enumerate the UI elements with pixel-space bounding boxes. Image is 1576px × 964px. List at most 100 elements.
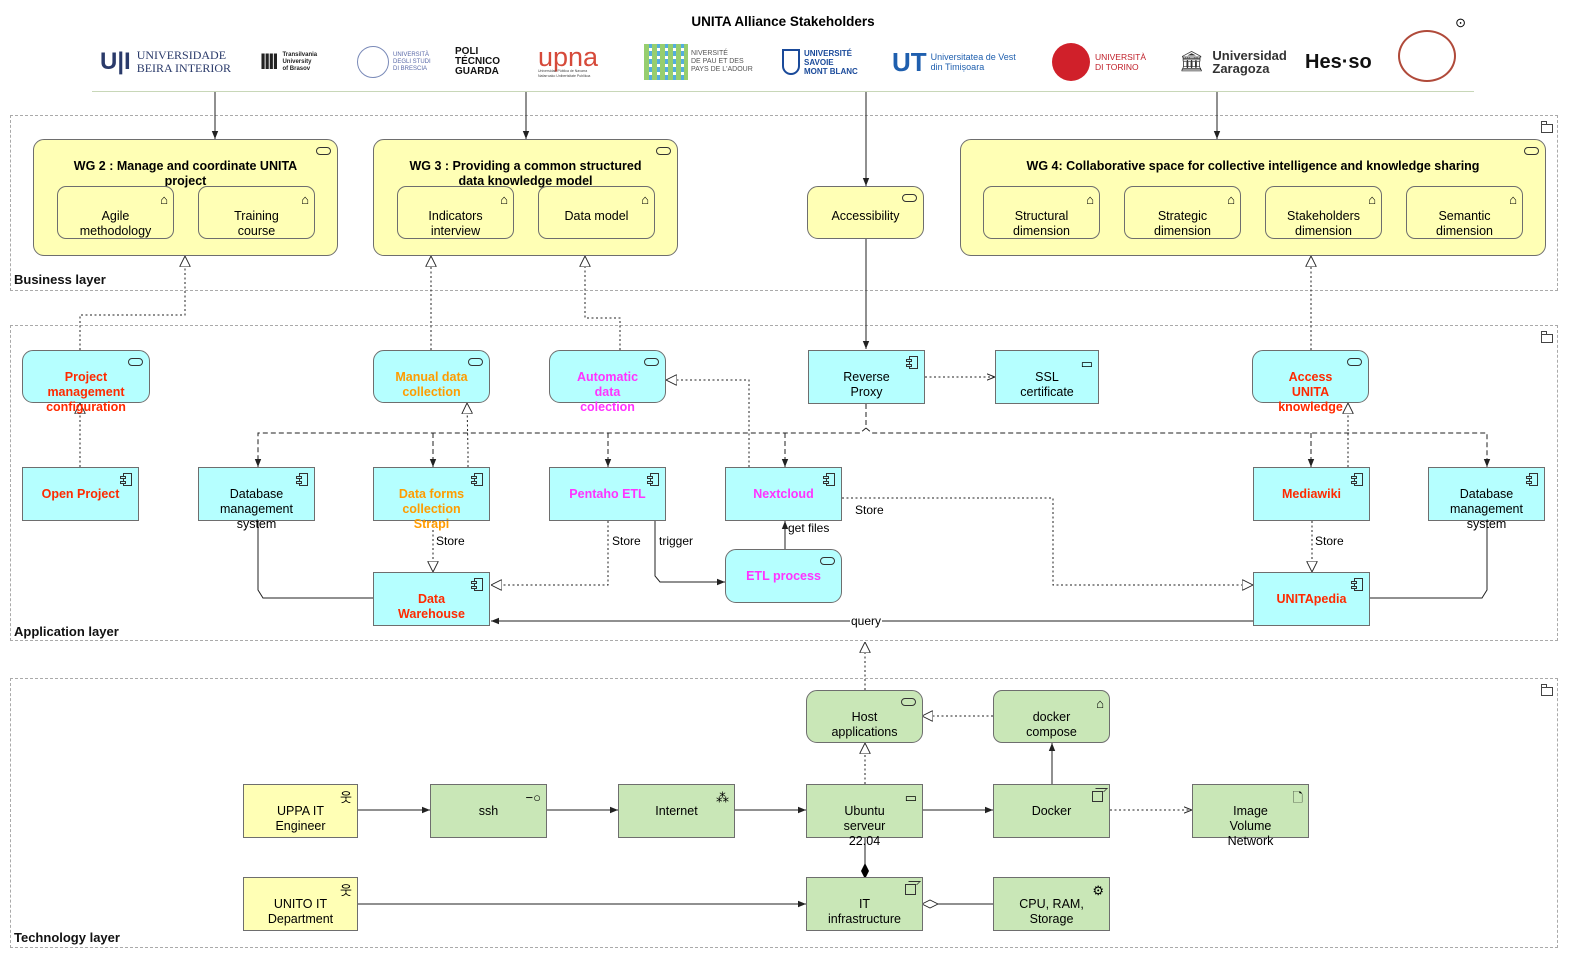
ubuntu-server-label: Ubuntu serveur 22.04	[843, 804, 886, 848]
training-course-label: Training course	[234, 209, 279, 238]
logo-hesso: Hes·so	[1305, 42, 1372, 82]
edge-label-trigger: trigger	[659, 534, 694, 548]
etl-process-label: ETL process	[746, 569, 821, 583]
mediawiki-label: Mediawiki	[1281, 487, 1342, 501]
logo-seal-right	[1398, 30, 1456, 82]
docker-node[interactable]: Docker	[993, 784, 1110, 838]
database-management-system-right[interactable]: Database management system	[1428, 467, 1545, 531]
ubi-mark: U|I	[100, 48, 131, 75]
ssh-interface[interactable]: ssh−○	[430, 784, 547, 838]
wg2-agile-methodology[interactable]: Agile methodology⌂	[57, 186, 174, 239]
data-warehouse[interactable]: Data Warehouse	[373, 572, 490, 626]
it-infrastructure[interactable]: IT infrastructure	[806, 877, 923, 931]
structural-dimension-label: Structural dimension	[1013, 209, 1070, 238]
network-icon: ⁂	[716, 790, 729, 805]
uppa-text: NIVERSITÉ DE PAU ET DES PAYS DE L'ADOUR	[691, 50, 753, 73]
edge-auto-wg3	[585, 256, 621, 350]
manual-data-collection-label: Manual data collection	[395, 370, 468, 399]
open-project[interactable]: Open Project	[22, 467, 139, 521]
unitapedia[interactable]: UNITApedia	[1253, 572, 1370, 626]
data-object-icon: ▭	[1080, 356, 1093, 371]
node-icon	[1092, 791, 1103, 802]
function-icon: ⌂	[1096, 696, 1104, 711]
dbms-left-label: Database management system	[220, 487, 293, 531]
component-icon	[1351, 578, 1363, 591]
wg2-title: WG 2 : Manage and coordinate UNITA proje…	[73, 159, 298, 188]
etl-process[interactable]: ETL process	[725, 549, 842, 603]
logo-ubi: U|I UNIVERSIDADE BEIRA INTERIOR	[100, 42, 231, 82]
component-icon	[120, 473, 132, 486]
edge-nextcloud-auto	[666, 380, 750, 467]
database-management-system-left[interactable]: Database management system	[198, 467, 315, 531]
wg4-strategic-dimension[interactable]: Strategic dimension⌂	[1124, 186, 1241, 239]
reverse-proxy-label: Reverse Proxy	[843, 370, 890, 399]
access-unita-knowledge-label: Access UNITA knowledge	[1278, 370, 1343, 414]
interface-icon: −○	[525, 790, 541, 805]
docker-compose[interactable]: docker compose⌂	[993, 690, 1110, 743]
accessibility-service[interactable]: Accessibility	[807, 186, 924, 239]
folder-icon	[1541, 121, 1553, 133]
upna-text: upna	[538, 42, 599, 72]
torino-seal-icon	[1052, 43, 1090, 81]
savoie-text: UNIVERSITÉ SAVOIE MONT BLANC	[804, 48, 858, 76]
function-icon: ⌂	[1368, 192, 1376, 207]
component-icon	[1526, 473, 1538, 486]
host-applications-label: Host applications	[831, 710, 898, 739]
internet-network[interactable]: Internet⁂	[618, 784, 735, 838]
edge-label-get-files: get files	[788, 521, 830, 535]
wg4-semantic-dimension[interactable]: Semantic dimension⌂	[1406, 186, 1523, 239]
image-volume-network[interactable]: Image Volume Network🗋	[1192, 784, 1309, 848]
logo-torino: UNIVERSITÀ DI TORINO	[1052, 42, 1146, 82]
service-icon	[901, 698, 916, 706]
wg2-training-course[interactable]: Training course ⌂	[198, 186, 315, 239]
reverse-proxy[interactable]: Reverse Proxy	[808, 350, 925, 404]
edge-dbms-dw	[257, 521, 374, 599]
data-warehouse-label: Data Warehouse	[398, 592, 465, 621]
hesso-text: Hes·so	[1305, 51, 1372, 73]
function-icon: ⌂	[500, 192, 508, 207]
wg4-title: WG 4: Collaborative space for collective…	[1026, 159, 1480, 173]
component-icon	[647, 473, 659, 486]
wg4-structural-dimension[interactable]: Structural dimension⌂	[983, 186, 1100, 239]
cpu-ram-storage-label: CPU, RAM, Storage	[1019, 897, 1084, 926]
wg4-stakeholders-dimension[interactable]: Stakeholders dimension⌂	[1265, 186, 1382, 239]
wg3-indicators-interview[interactable]: Indicators interview⌂	[397, 186, 514, 239]
brescia-text: UNIVERSITÀ DEGLI STUDI DI BRESCIA	[393, 51, 431, 72]
cpu-ram-storage[interactable]: CPU, RAM, Storage⚙	[993, 877, 1110, 931]
folder-icon	[1541, 684, 1553, 696]
business-layer-label: Business layer	[14, 272, 106, 287]
function-icon: ⌂	[301, 192, 309, 207]
logo-uvt: UT Universitatea de Vest din Timișoara	[892, 42, 1016, 82]
project-management-configuration[interactable]: Project management configuration	[22, 350, 150, 414]
uvt-mark-icon: UT	[892, 47, 927, 77]
access-unita-knowledge[interactable]: Access UNITA knowledge	[1252, 350, 1369, 414]
edge-pentaho-dw	[491, 521, 609, 585]
savoie-shield-icon	[782, 49, 800, 75]
data-forms-collection-strapi[interactable]: Data forms collection Strapi	[373, 467, 490, 531]
nextcloud[interactable]: Nextcloud	[725, 467, 842, 521]
ubuntu-server[interactable]: Ubuntu serveur 22.04▭	[806, 784, 923, 848]
edge-label-store: Store	[612, 534, 641, 548]
automatic-data-collection[interactable]: Automatic data colection	[549, 350, 666, 414]
wg3-data-model[interactable]: Data model⌂	[538, 186, 655, 239]
pentaho-etl[interactable]: Pentaho ETL	[549, 467, 666, 521]
politecnico-text: POLI TÉCNICO GUARDA	[455, 46, 500, 77]
mediawiki[interactable]: Mediawiki	[1253, 467, 1370, 521]
dbms-right-label: Database management system	[1450, 487, 1523, 531]
technology-layer-frame	[10, 678, 1558, 948]
uppa-it-engineer-label: UPPA IT Engineer	[275, 804, 326, 833]
manual-data-collection[interactable]: Manual data collection	[373, 350, 490, 403]
uppa-mark-icon	[644, 44, 688, 80]
upna-subtitle: Universidad Pública de Navarra Nafarroak…	[538, 69, 591, 78]
stakeholders-banner: UNITA Alliance Stakeholders ⊙ U|I UNIVER…	[92, 6, 1474, 92]
service-icon	[1524, 147, 1539, 155]
brescia-seal-icon	[357, 46, 389, 78]
uvt-text: Universitatea de Vest din Timișoara	[930, 52, 1016, 72]
technology-layer-label: Technology layer	[14, 930, 120, 945]
edge-pentaho-etl	[654, 521, 725, 586]
ssl-certificate[interactable]: SSL certificate▭	[995, 350, 1099, 404]
host-applications[interactable]: Host applications	[806, 690, 923, 743]
